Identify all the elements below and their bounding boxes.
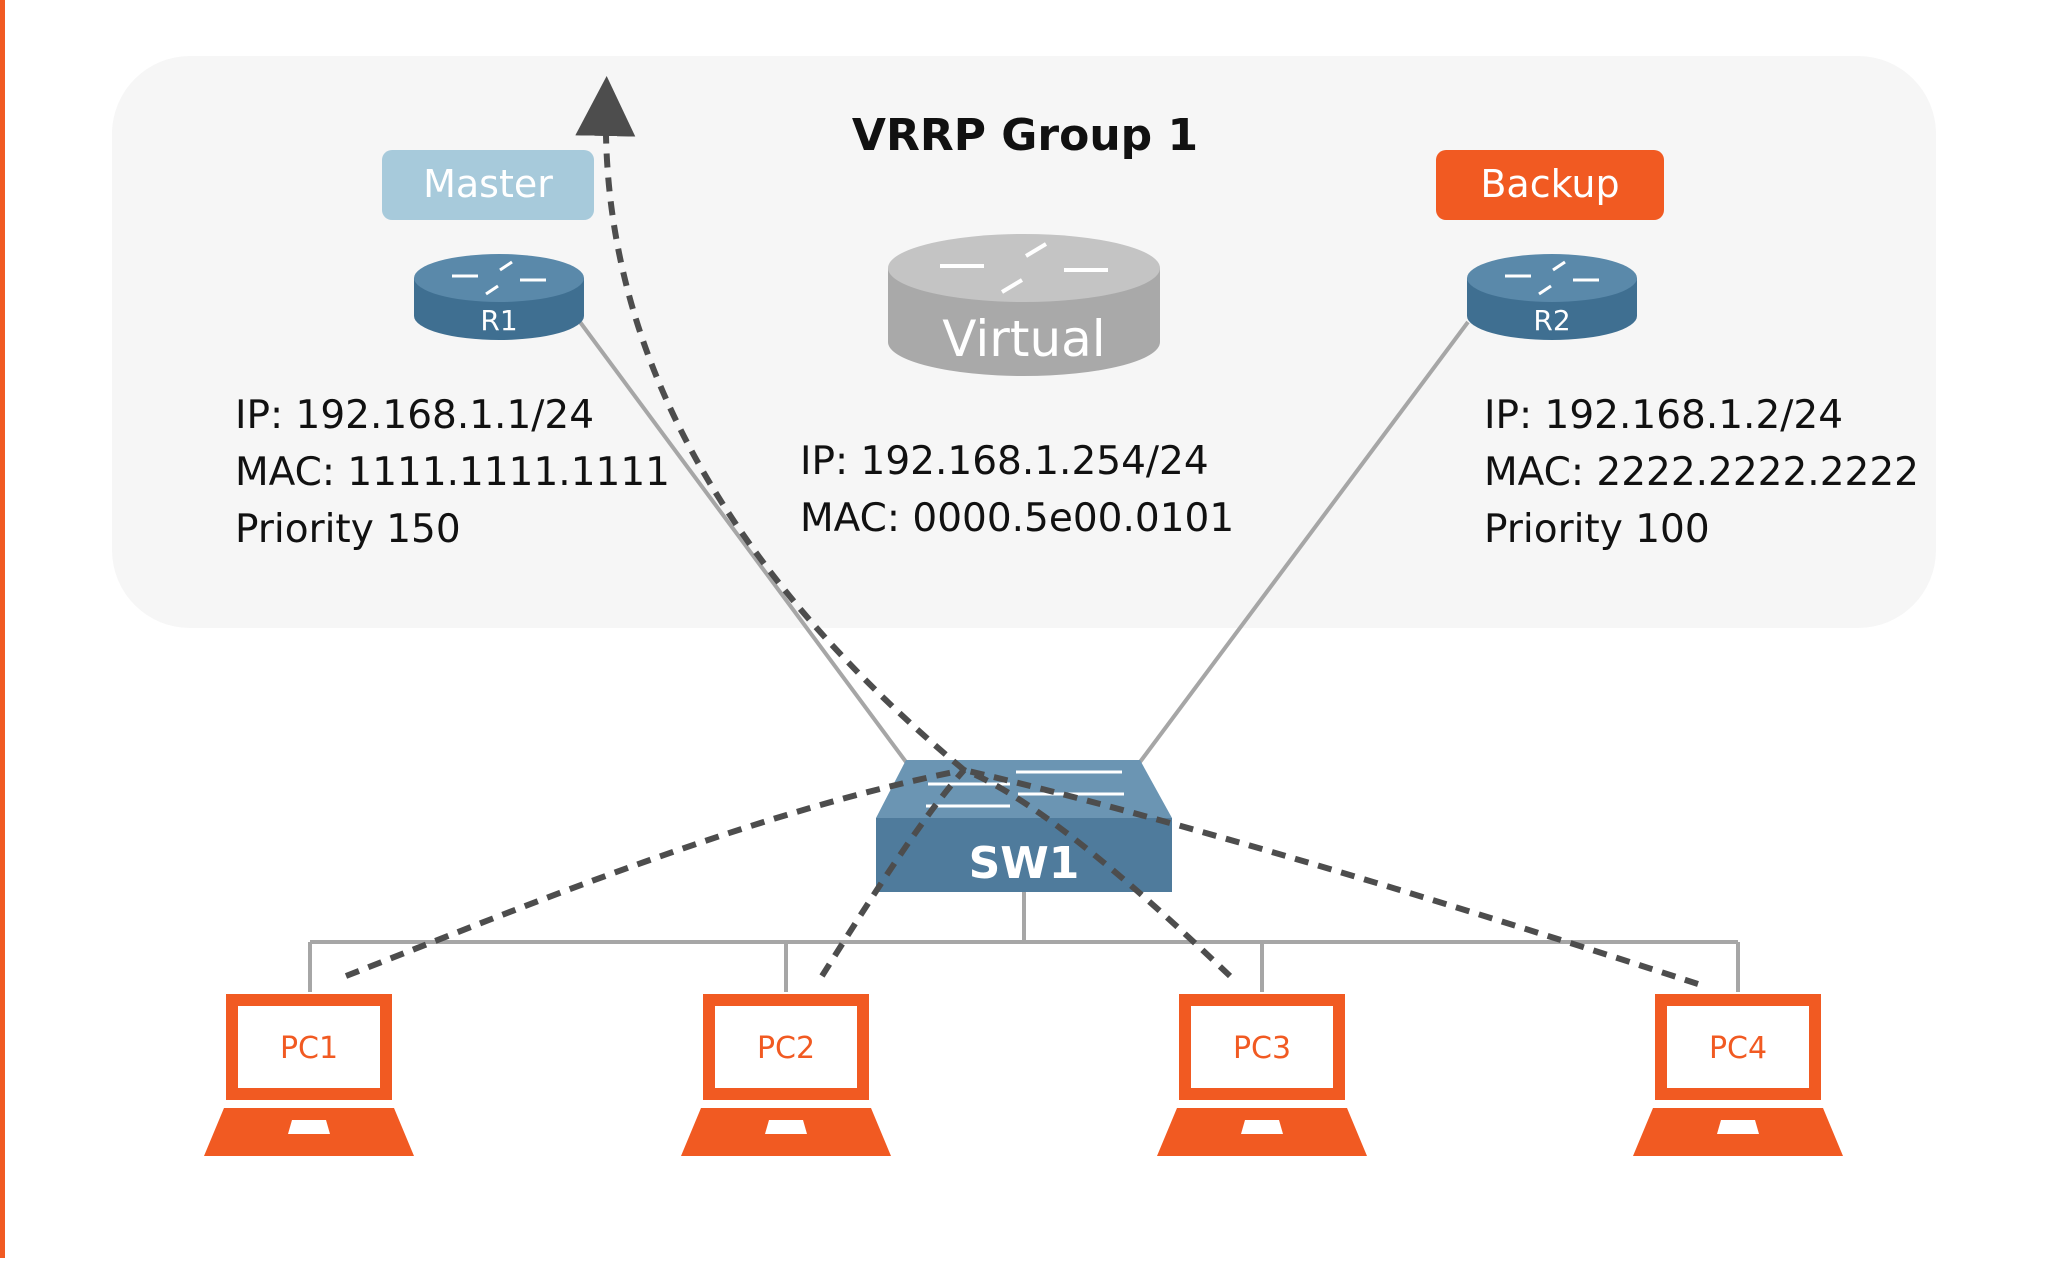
path-pc4 xyxy=(963,767,1699,987)
backup-mac: MAC: 2222.2222.2222 xyxy=(1484,450,1919,495)
master-router-info: IP: 192.168.1.1/24 MAC: 1111.1111.1111 P… xyxy=(235,393,670,552)
master-priority: Priority 150 xyxy=(235,507,461,552)
backup-router-info: IP: 192.168.1.2/24 MAC: 2222.2222.2222 P… xyxy=(1484,393,1919,552)
page-border-left xyxy=(0,0,5,1258)
path-pc3 xyxy=(962,767,1233,979)
pc1-icon xyxy=(204,994,414,1156)
pc4-label: PC4 xyxy=(1709,1031,1767,1066)
link-sw1-r2 xyxy=(1138,320,1470,764)
master-mac: MAC: 1111.1111.1111 xyxy=(235,450,670,495)
link-sw1-r1 xyxy=(578,320,908,764)
path-pc1 xyxy=(344,767,965,979)
router-r1-icon xyxy=(414,254,584,340)
virtual-router-info: IP: 192.168.1.254/24 MAC: 0000.5e00.0101 xyxy=(800,439,1234,541)
router-r1-label: R1 xyxy=(480,304,517,337)
traffic-paths xyxy=(344,76,1699,987)
master-badge-label: Master xyxy=(423,162,553,206)
backup-priority: Priority 100 xyxy=(1484,507,1710,552)
master-ip: IP: 192.168.1.1/24 xyxy=(235,393,594,438)
backup-ip: IP: 192.168.1.2/24 xyxy=(1484,393,1843,438)
pc2-label: PC2 xyxy=(757,1031,815,1066)
backup-badge xyxy=(1436,150,1664,220)
router-r2-label: R2 xyxy=(1533,304,1570,337)
virtual-ip: IP: 192.168.1.254/24 xyxy=(800,439,1209,484)
virtual-router-label: Virtual xyxy=(942,310,1105,368)
virtual-router-icon xyxy=(888,234,1160,376)
virtual-mac: MAC: 0000.5e00.0101 xyxy=(800,496,1234,541)
access-bus xyxy=(308,890,1740,992)
path-to-internet xyxy=(575,76,966,773)
pc1-label: PC1 xyxy=(280,1031,338,1066)
pc3-icon xyxy=(1157,994,1367,1156)
master-badge xyxy=(382,150,594,220)
group-title: VRRP Group 1 xyxy=(852,110,1198,161)
router-r2-icon xyxy=(1467,254,1637,340)
path-pc2 xyxy=(819,768,967,978)
pc3-label: PC3 xyxy=(1233,1031,1291,1066)
backup-badge-label: Backup xyxy=(1480,162,1619,206)
pc2-icon xyxy=(681,994,891,1156)
pc4-icon xyxy=(1633,994,1843,1156)
switch-sw1-label: SW1 xyxy=(969,838,1080,889)
